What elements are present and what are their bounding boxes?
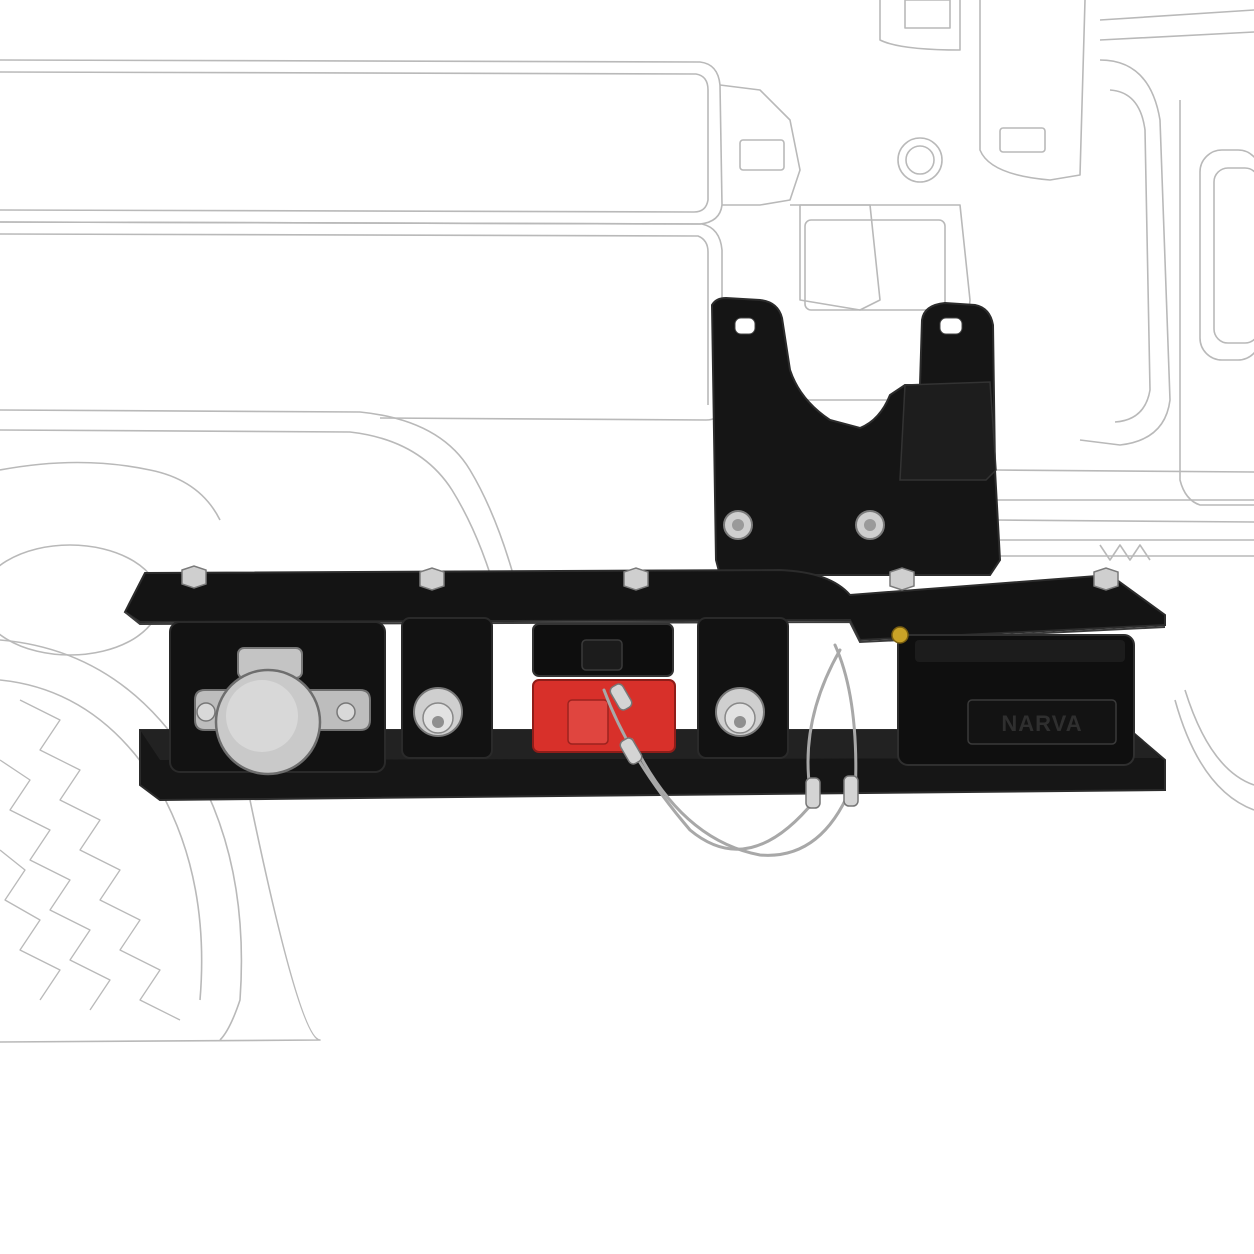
lower-sill	[0, 799, 321, 1043]
red-connector-latch	[567, 699, 609, 745]
trailer-socket	[194, 647, 371, 776]
safety-cable-1	[602, 688, 817, 851]
fender-flare	[0, 461, 221, 521]
narva-logo-text: NARVA	[1001, 711, 1082, 736]
rear-spring	[1099, 544, 1151, 561]
power-connectors	[532, 623, 676, 753]
wheel-arch-inner	[0, 429, 499, 601]
socket-cap-highlight	[226, 680, 298, 752]
crossmember-slot	[999, 127, 1046, 153]
mount-slot-right	[939, 317, 963, 335]
cable-ferrules	[609, 683, 859, 809]
terminal-post-2	[715, 687, 765, 737]
body-panel-lower-inner	[0, 233, 709, 405]
tow-box-inner	[804, 219, 946, 311]
rear-bumper-line-3	[994, 469, 1254, 473]
terminal-post-1-core	[432, 716, 444, 728]
lower-right-arc-2	[1184, 689, 1254, 786]
lower-right-arc	[1174, 699, 1254, 811]
terminal-post-2-core	[734, 716, 746, 728]
plate-bolt-left-inner	[732, 519, 744, 531]
tail-light-inner	[1109, 89, 1151, 423]
mounting-bracket: NARVA	[123, 296, 1166, 857]
hex-nut-5	[1093, 567, 1119, 591]
plate-bolts	[723, 510, 885, 540]
rear-window-outline	[1199, 149, 1254, 361]
body-panel-upper	[0, 59, 723, 225]
rear-body-right	[1099, 9, 1254, 41]
wheel-arch-outer	[0, 409, 521, 601]
narva-module-top	[915, 640, 1125, 662]
hex-nut-3	[623, 567, 649, 591]
rear-door-edge	[1179, 100, 1254, 506]
rear-frame-vertical	[719, 84, 801, 206]
tyre-tread	[19, 699, 181, 1021]
body-panel-lower	[0, 221, 723, 421]
cable-ferrule-1	[609, 683, 633, 711]
body-panel-upper-inner	[0, 71, 709, 213]
tyre-tread-3	[0, 849, 61, 1001]
socket-screw-right	[336, 702, 356, 722]
rear-window-inner	[1213, 167, 1254, 344]
tow-ball-hole-inner	[905, 145, 935, 175]
narva-logo-plate	[967, 699, 1117, 745]
cable-ferrule-4	[843, 775, 859, 807]
rear-frame-box	[739, 139, 785, 171]
socket-screw-left	[196, 702, 216, 722]
bracket-tab-2	[401, 617, 493, 759]
cable-ferrule-2	[619, 737, 643, 765]
vertical-mount-plate	[710, 296, 1002, 576]
plate-bolt-right-inner	[864, 519, 876, 531]
hex-nut-1	[181, 565, 207, 589]
rear-bumper-step	[1000, 539, 1254, 557]
tail-light-housing	[1079, 59, 1171, 446]
tyre-tread-2	[0, 759, 111, 1011]
terminal-post-1	[413, 687, 463, 737]
cable-ferrule-3	[805, 777, 821, 809]
rear-crossmember	[979, 0, 1086, 181]
rear-bumper-line-2	[994, 519, 1254, 523]
vehicle-line-art	[0, 0, 1254, 1043]
black-connector-latch	[581, 639, 623, 671]
tow-ball-hole	[897, 137, 943, 183]
hex-nut-4	[889, 567, 915, 591]
hex-nut-2	[419, 567, 445, 591]
safety-cable-4	[806, 648, 842, 792]
upper-rear-frame	[879, 0, 961, 51]
safety-cable-2	[630, 738, 852, 857]
vertical-plate-flange	[899, 381, 997, 481]
narva-module: NARVA	[891, 626, 1135, 766]
narva-module-bolt	[891, 626, 909, 644]
tyre-outer	[0, 639, 243, 1041]
hex-nuts	[181, 565, 1119, 591]
mount-slot-left	[734, 317, 756, 335]
small-tab	[904, 0, 951, 29]
